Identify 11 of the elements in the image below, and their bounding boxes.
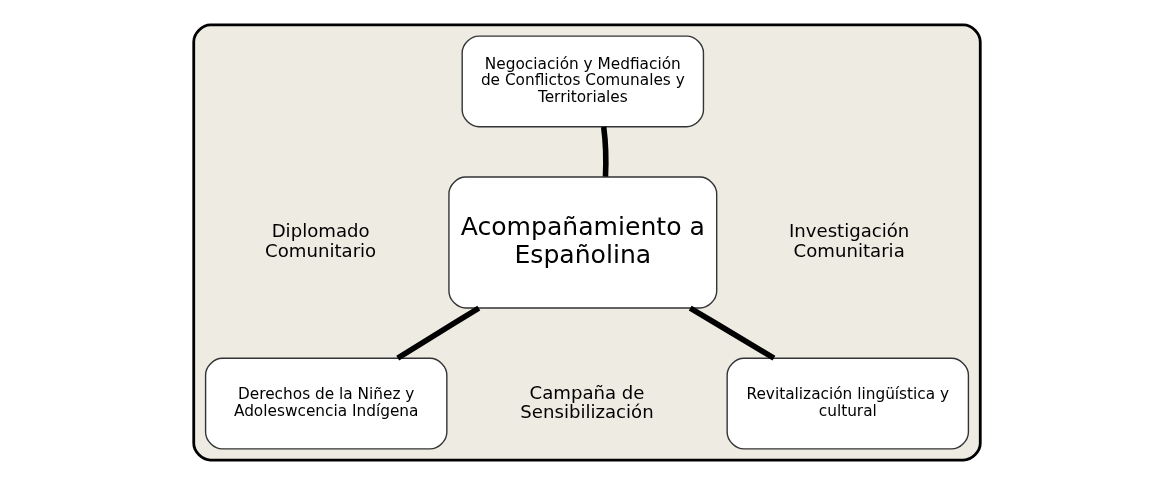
connector — [688, 305, 775, 361]
connector — [395, 305, 480, 361]
node-box: Derechos de la Niñez y Adoleswcencia Indígena — [204, 357, 448, 450]
connector — [600, 126, 609, 177]
node-box: Negociación y Medfiación de Conflictos Comunales y Territoriales — [461, 35, 704, 128]
label: Diplomado Comunitario — [264, 220, 376, 261]
node-box: Revitalización lingüística y cultural — [725, 357, 969, 450]
node-box: Acompañamiento a Españolina — [447, 176, 717, 309]
label: Campaña de Sensibilización — [519, 381, 654, 423]
label: Investigación Comunitaria — [788, 220, 909, 261]
cluster — [191, 23, 982, 462]
